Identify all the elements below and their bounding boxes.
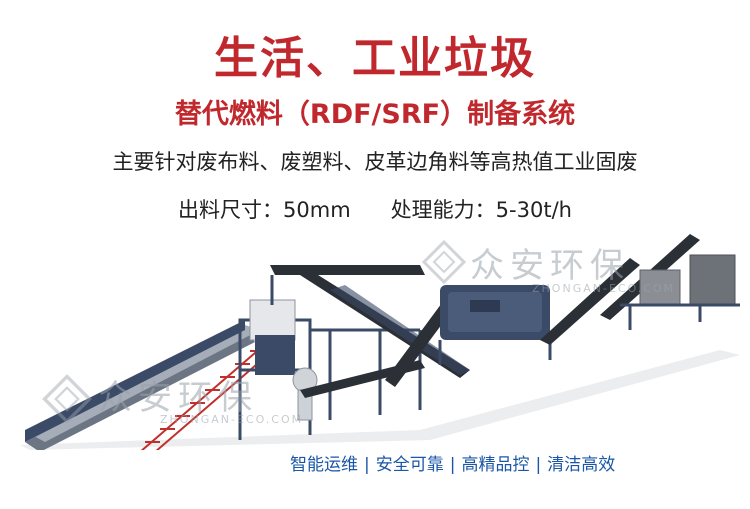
- feature-item: 安全可靠: [375, 455, 444, 475]
- description-text: 主要针对废布料、废塑料、皮革边角料等高热值工业固废: [112, 150, 638, 174]
- page-title: 生活、工业垃圾: [214, 33, 536, 84]
- spec-line: 出料尺寸：50mm 处理能力：5-30t/h: [0, 194, 750, 224]
- watermark-url-2: ZHONGAN-ECO.COM: [160, 413, 304, 426]
- feature-separator: |: [535, 455, 542, 475]
- feature-item: 清洁高效: [547, 455, 616, 475]
- production-line-illustration: [20, 234, 740, 450]
- page-subtitle: 替代燃料（RDF/SRF）制备系统: [174, 99, 576, 130]
- shredder-hopper: [249, 299, 296, 341]
- brand-logo-watermark-2: [42, 374, 92, 424]
- shredder-body: [255, 335, 295, 375]
- watermark-name-2: 众安环保: [98, 378, 258, 418]
- secondary-shredder: [639, 269, 681, 306]
- chain-conveyor-side: [25, 320, 245, 442]
- discharge-belt: [300, 360, 425, 398]
- watermark-name-1: 众安环保: [470, 246, 630, 286]
- chain-conveyor-top: [32, 325, 260, 442]
- brand-logo-watermark: [421, 239, 467, 285]
- capacity-spec: 处理能力：5-30t/h: [390, 198, 572, 222]
- feature-item: 高精品控: [461, 455, 530, 475]
- watermark-url-1: ZHONGAN-ECO.COM: [532, 282, 676, 295]
- feature-list: 智能运维|安全可靠|高精品控|清洁高效: [290, 450, 730, 475]
- feature-item: 智能运维: [290, 455, 358, 475]
- feature-separator: |: [449, 455, 456, 475]
- right-frame: [620, 303, 740, 330]
- output-size-spec: 出料尺寸：50mm: [178, 198, 351, 222]
- right-conveyor-1: [540, 258, 640, 345]
- feature-separator: |: [364, 455, 370, 475]
- top-conveyor: [270, 265, 425, 275]
- fine-shredder: [689, 254, 736, 306]
